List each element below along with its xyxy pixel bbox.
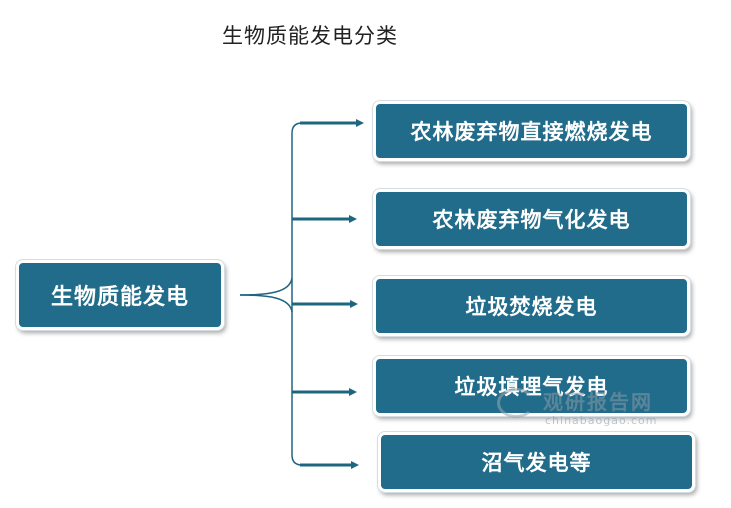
leaf-node-landfill-gas: 垃圾填埋气发电 [373,356,690,416]
leaf-node-agri-direct-combustion: 农林废弃物直接燃烧发电 [373,101,690,161]
root-node-label: 生物质能发电 [50,284,189,310]
root-connector-lower [239,294,293,313]
root-connector [239,277,293,296]
root-node: 生物质能发电 [16,260,224,330]
leaf-node-label: 农林废弃物气化发电 [432,207,631,232]
leaf-node-label: 农林废弃物直接燃烧发电 [410,119,653,144]
leaf-node-label: 垃圾填埋气发电 [454,374,609,399]
leaf-node-waste-incineration: 垃圾焚烧发电 [373,276,690,336]
bracket-spine [291,122,303,466]
leaf-node-label: 垃圾焚烧发电 [465,294,598,319]
diagram-title: 生物质能发电分类 [222,24,398,48]
leaf-node-biogas: 沼气发电等 [378,432,695,492]
leaf-node-label: 沼气发电等 [481,450,592,475]
leaf-node-agri-gasification: 农林废弃物气化发电 [373,189,690,249]
